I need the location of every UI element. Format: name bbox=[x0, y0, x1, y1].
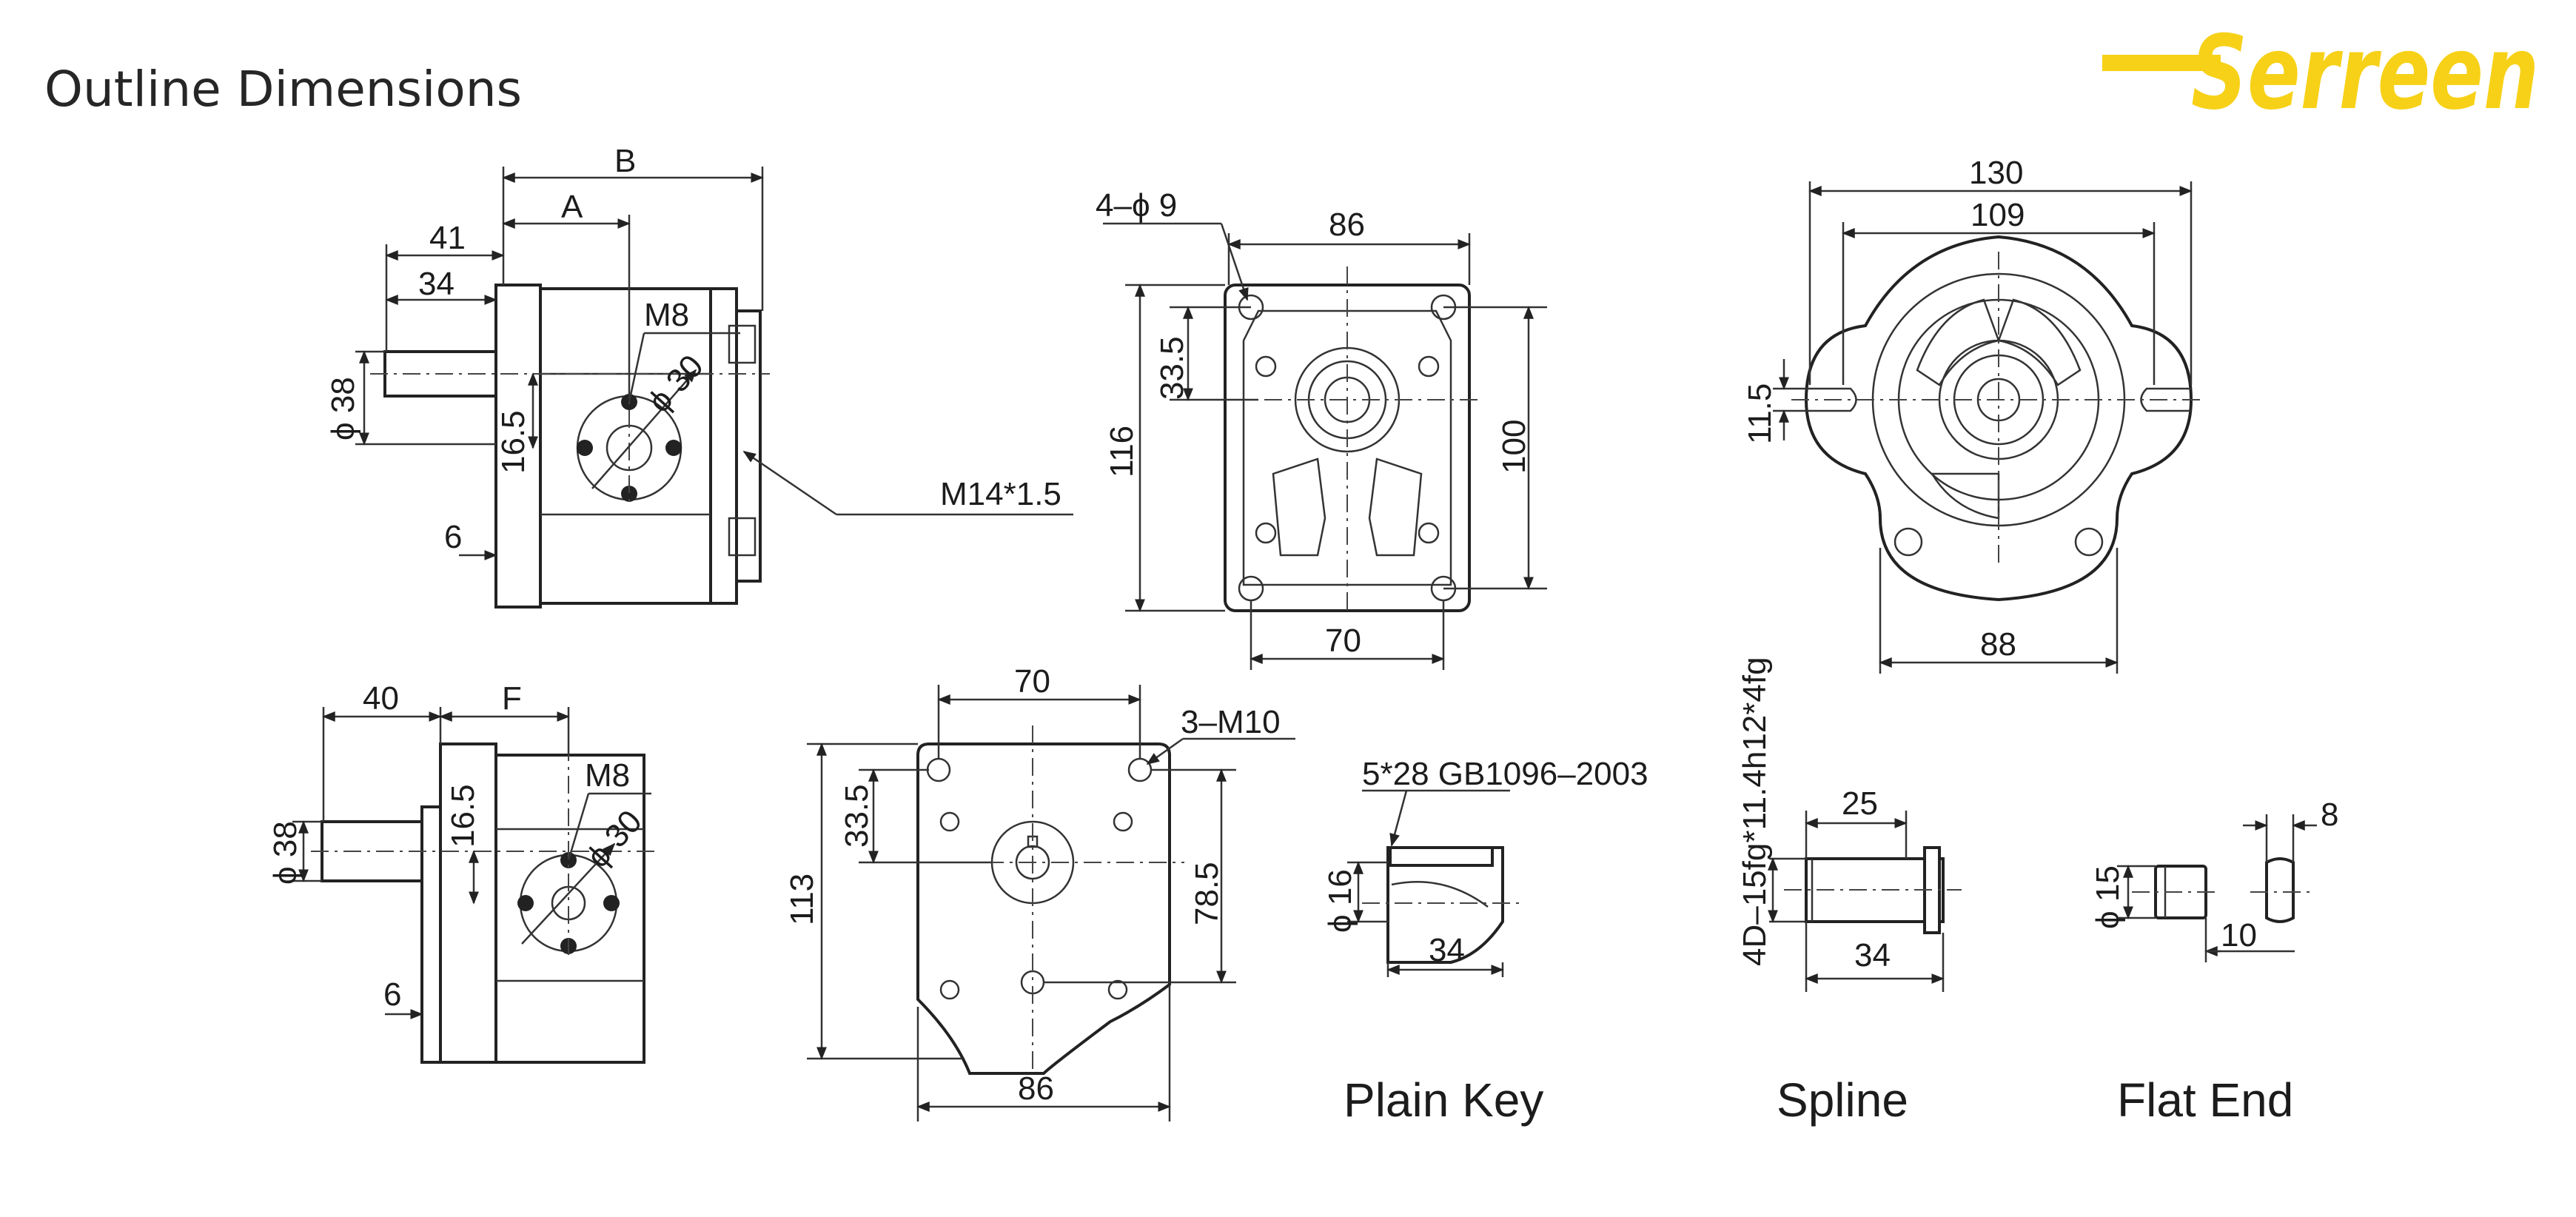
caption-flat-end: Flat End bbox=[2117, 1073, 2293, 1127]
front-view-bottom: 70 3–M10 33.5 113 78.5 86 bbox=[784, 663, 1295, 1122]
dim-100: 100 bbox=[1496, 420, 1532, 474]
dim-41: 41 bbox=[429, 220, 466, 256]
flange-view-top: 130 109 11.5 88 bbox=[1742, 155, 2206, 674]
dim-86-bottom: 86 bbox=[1018, 1070, 1054, 1107]
label-spline-spec: 4D–15fg*11.4h12*4fg bbox=[1737, 657, 1773, 966]
dim-86-top: 86 bbox=[1329, 207, 1365, 243]
dim-spline-34: 34 bbox=[1854, 937, 1891, 973]
dim-6-bottom: 6 bbox=[383, 976, 401, 1013]
dim-70-bottom: 70 bbox=[1014, 663, 1050, 700]
logo-text: Serreen bbox=[2191, 13, 2539, 124]
front-view-top: 4–ϕ 9 86 33.5 116 100 70 bbox=[1096, 187, 1547, 670]
dim-phi16: ϕ 16 bbox=[1322, 869, 1358, 933]
dim-phi15: ϕ 15 bbox=[2090, 865, 2126, 929]
dim-spline-25: 25 bbox=[1842, 785, 1878, 822]
dim-16-5-bottom: 16.5 bbox=[445, 784, 481, 848]
dim-116: 116 bbox=[1104, 426, 1140, 477]
flat-end-view: ϕ 15 8 10 Flat End bbox=[2090, 797, 2338, 1127]
label-key-spec: 5*28 GB1096–2003 bbox=[1362, 756, 1648, 792]
dim-88: 88 bbox=[1980, 626, 2016, 663]
dim-A: A bbox=[561, 189, 583, 225]
dim-113: 113 bbox=[784, 874, 820, 925]
dim-33-5-top: 33.5 bbox=[1154, 336, 1190, 400]
page-title: Outline Dimensions bbox=[44, 61, 522, 118]
side-view-bottom: 40 F ϕ 38 16.5 M8 ϕ 30 6 bbox=[267, 680, 659, 1064]
label-4-phi9: 4–ϕ 9 bbox=[1096, 187, 1177, 224]
dim-B: B bbox=[614, 143, 636, 179]
spline-view: 4D–15fg*11.4h12*4fg 25 34 Spline bbox=[1737, 657, 1962, 1127]
dim-phi38: ϕ 38 bbox=[325, 377, 361, 440]
dim-130: 130 bbox=[1969, 155, 2023, 191]
label-M8-bottom: M8 bbox=[585, 757, 630, 794]
dim-key-34: 34 bbox=[1429, 932, 1465, 968]
dim-70-top: 70 bbox=[1325, 623, 1361, 659]
label-3-M10: 3–M10 bbox=[1181, 704, 1281, 740]
dim-109: 109 bbox=[1970, 197, 2025, 233]
dim-40: 40 bbox=[363, 680, 399, 717]
brand-logo: Serreen bbox=[2102, 13, 2539, 124]
dim-flat-10: 10 bbox=[2221, 917, 2257, 953]
plain-key-view: 5*28 GB1096–2003 ϕ 16 34 Plain Key bbox=[1322, 756, 1648, 1127]
dim-phi38-bottom: ϕ 38 bbox=[267, 821, 303, 885]
label-M8: M8 bbox=[644, 297, 689, 333]
dim-16-5: 16.5 bbox=[495, 410, 531, 474]
dim-flat-8: 8 bbox=[2321, 797, 2338, 833]
dim-11-5: 11.5 bbox=[1742, 383, 1778, 444]
caption-plain-key: Plain Key bbox=[1344, 1073, 1543, 1127]
dim-6: 6 bbox=[444, 519, 462, 555]
dim-F: F bbox=[502, 680, 522, 717]
dim-33-5-bottom: 33.5 bbox=[839, 784, 875, 848]
logo-bar bbox=[2102, 55, 2221, 71]
dim-34: 34 bbox=[418, 266, 455, 302]
label-M14: M14*1.5 bbox=[940, 476, 1061, 512]
caption-spline: Spline bbox=[1777, 1073, 1908, 1127]
side-view-top: B A 41 34 ϕ 38 16.5 M8 ϕ 30 6 M14*1.5 bbox=[325, 143, 1073, 608]
dim-78-5: 78.5 bbox=[1189, 862, 1225, 925]
